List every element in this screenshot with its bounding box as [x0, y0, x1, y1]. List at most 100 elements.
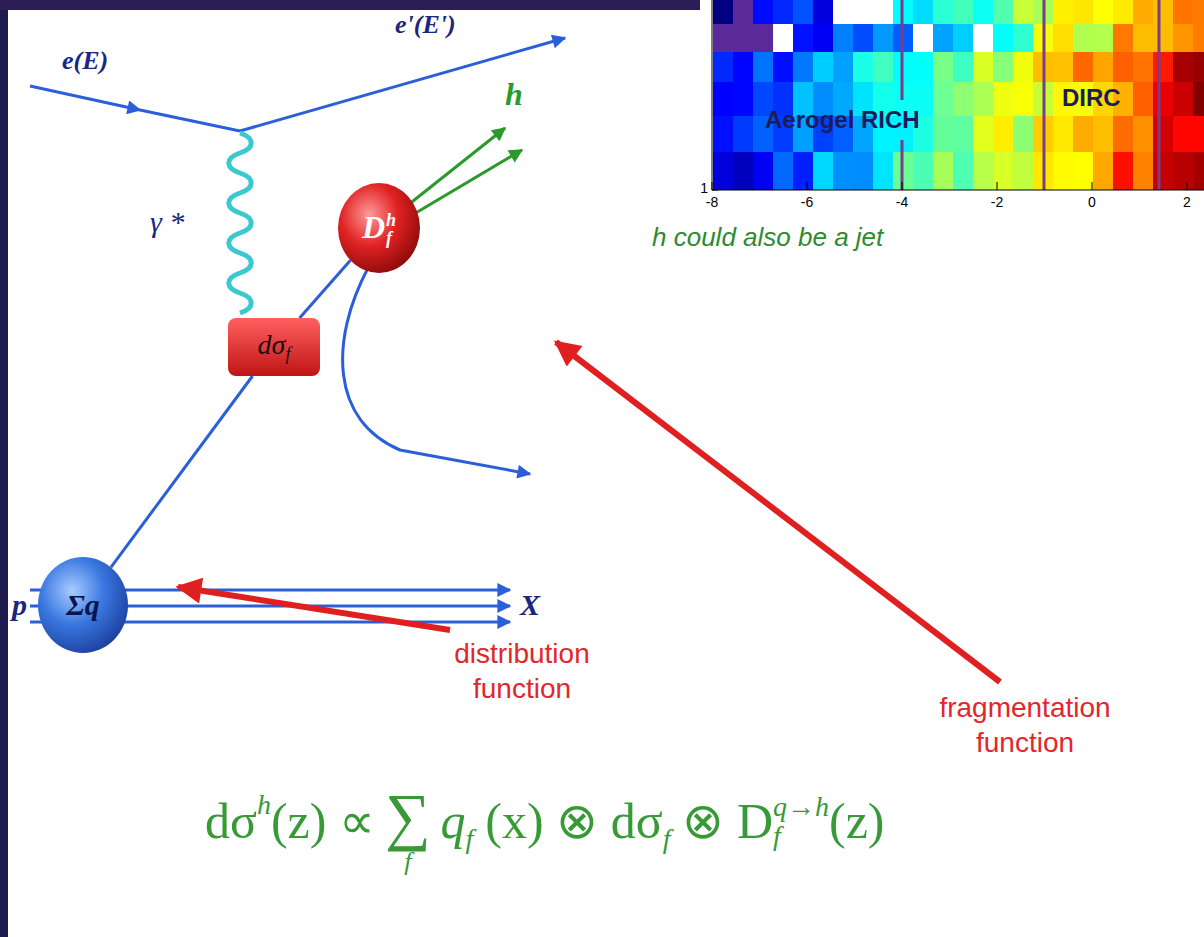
- heat-cell: [1073, 152, 1093, 190]
- particle-label: e(E): [62, 46, 108, 76]
- node-label: Σq: [66, 588, 100, 621]
- heat-cell: [1093, 0, 1113, 24]
- heat-cell: [1093, 152, 1113, 190]
- heat-cell: [1013, 52, 1033, 82]
- heat-cell: [773, 52, 793, 82]
- axis-tick: -6: [801, 194, 813, 210]
- parton-distribution-sphere: Σq: [38, 557, 128, 653]
- top-bar: [0, 0, 700, 10]
- heat-cell: [993, 24, 1013, 52]
- heat-cell: [1093, 52, 1113, 82]
- heat-cell: [933, 82, 953, 116]
- particle-label: γ *: [150, 205, 184, 239]
- heat-cell: [1193, 24, 1204, 52]
- heat-cell: [773, 0, 793, 24]
- heat-cell: [873, 24, 893, 52]
- heat-cell: [733, 152, 753, 190]
- heat-cell: [973, 0, 993, 24]
- heat-cell: [953, 0, 973, 24]
- subscript: f: [663, 823, 671, 854]
- particle-label: X: [520, 588, 540, 622]
- hadron-arrows: [408, 128, 522, 214]
- fragmentation-sphere: Dhf: [338, 183, 420, 273]
- node-label: dσ: [258, 329, 286, 360]
- formula-term: dσ: [205, 793, 257, 849]
- heat-cell: [1113, 0, 1133, 24]
- heat-cell: [1153, 24, 1173, 52]
- heat-cell: [793, 24, 813, 52]
- heat-cell: [853, 152, 873, 190]
- heat-cell: [753, 152, 773, 190]
- heat-cell: [1053, 116, 1073, 152]
- heat-cell: [713, 82, 733, 116]
- heat-cell: [853, 52, 873, 82]
- heat-cell: [1133, 52, 1153, 82]
- particle-label: p: [12, 588, 27, 622]
- heat-cell: [1073, 24, 1093, 52]
- heat-cell: [753, 0, 773, 24]
- heat-cell: [993, 82, 1013, 116]
- heat-cell: [733, 116, 753, 152]
- heat-cell: [1153, 116, 1173, 152]
- heat-cell: [1093, 24, 1113, 52]
- heat-cell: [953, 116, 973, 152]
- heat-cell: [1113, 152, 1133, 190]
- heat-cell: [973, 152, 993, 190]
- heat-cell: [953, 82, 973, 116]
- heat-cell: [1153, 82, 1173, 116]
- heat-cell: [793, 152, 813, 190]
- heat-cell: [833, 0, 853, 24]
- heat-cell: [973, 116, 993, 152]
- axes: [712, 0, 1204, 190]
- heat-cell: [793, 0, 813, 24]
- heat-cell: [1153, 52, 1173, 82]
- heat-cell: [853, 0, 873, 24]
- detector-label: DIRC: [1062, 84, 1121, 112]
- heat-cell: [733, 0, 753, 24]
- subscript: f: [466, 823, 474, 854]
- heat-cell: [1073, 0, 1093, 24]
- heat-cell: [1153, 0, 1173, 24]
- detector-label: Aerogel RICH: [765, 106, 920, 134]
- heat-cell: [1013, 116, 1033, 152]
- superscript: h: [386, 211, 396, 229]
- annotation: fragmentation function: [905, 690, 1145, 760]
- heat-cell: [1193, 116, 1204, 152]
- heat-cell: [993, 52, 1013, 82]
- formula-term: ⊗ D: [682, 793, 773, 849]
- heat-cell: [1133, 0, 1153, 24]
- heat-cell: [1113, 24, 1133, 52]
- quark-line: [300, 260, 351, 318]
- heat-cell: [773, 24, 793, 52]
- heat-cell: [1053, 152, 1073, 190]
- subscript: f: [404, 849, 411, 875]
- heat-cell: [1013, 152, 1033, 190]
- heat-cell: [753, 52, 773, 82]
- heat-cell: [1053, 52, 1073, 82]
- heat-cell: [913, 152, 933, 190]
- heat-cell: [1133, 152, 1153, 190]
- quark-line: [111, 376, 253, 567]
- heat-cell: [873, 152, 893, 190]
- heat-cell: [953, 52, 973, 82]
- heat-cell: [933, 152, 953, 190]
- sum-symbol: ∑: [385, 785, 431, 849]
- formula-term: (z) ∝: [271, 793, 375, 849]
- hard-scattering-box: dσf: [228, 318, 320, 376]
- heat-cell: [833, 152, 853, 190]
- heat-cell: [913, 0, 933, 24]
- heat-cell: [773, 152, 793, 190]
- subscript: f: [386, 229, 396, 247]
- heat-cell: [973, 82, 993, 116]
- heat-cell: [813, 52, 833, 82]
- heat-cell: [853, 24, 873, 52]
- heat-cell: [913, 52, 933, 82]
- formula-term: (x) ⊗ dσ: [485, 793, 662, 849]
- heat-cell: [1013, 0, 1033, 24]
- heat-cell: [713, 116, 733, 152]
- heat-cell: [1193, 152, 1204, 190]
- heat-cell: [713, 24, 733, 52]
- heat-cell: [873, 52, 893, 82]
- heat-cell: [1173, 24, 1193, 52]
- heat-cell: [1053, 0, 1073, 24]
